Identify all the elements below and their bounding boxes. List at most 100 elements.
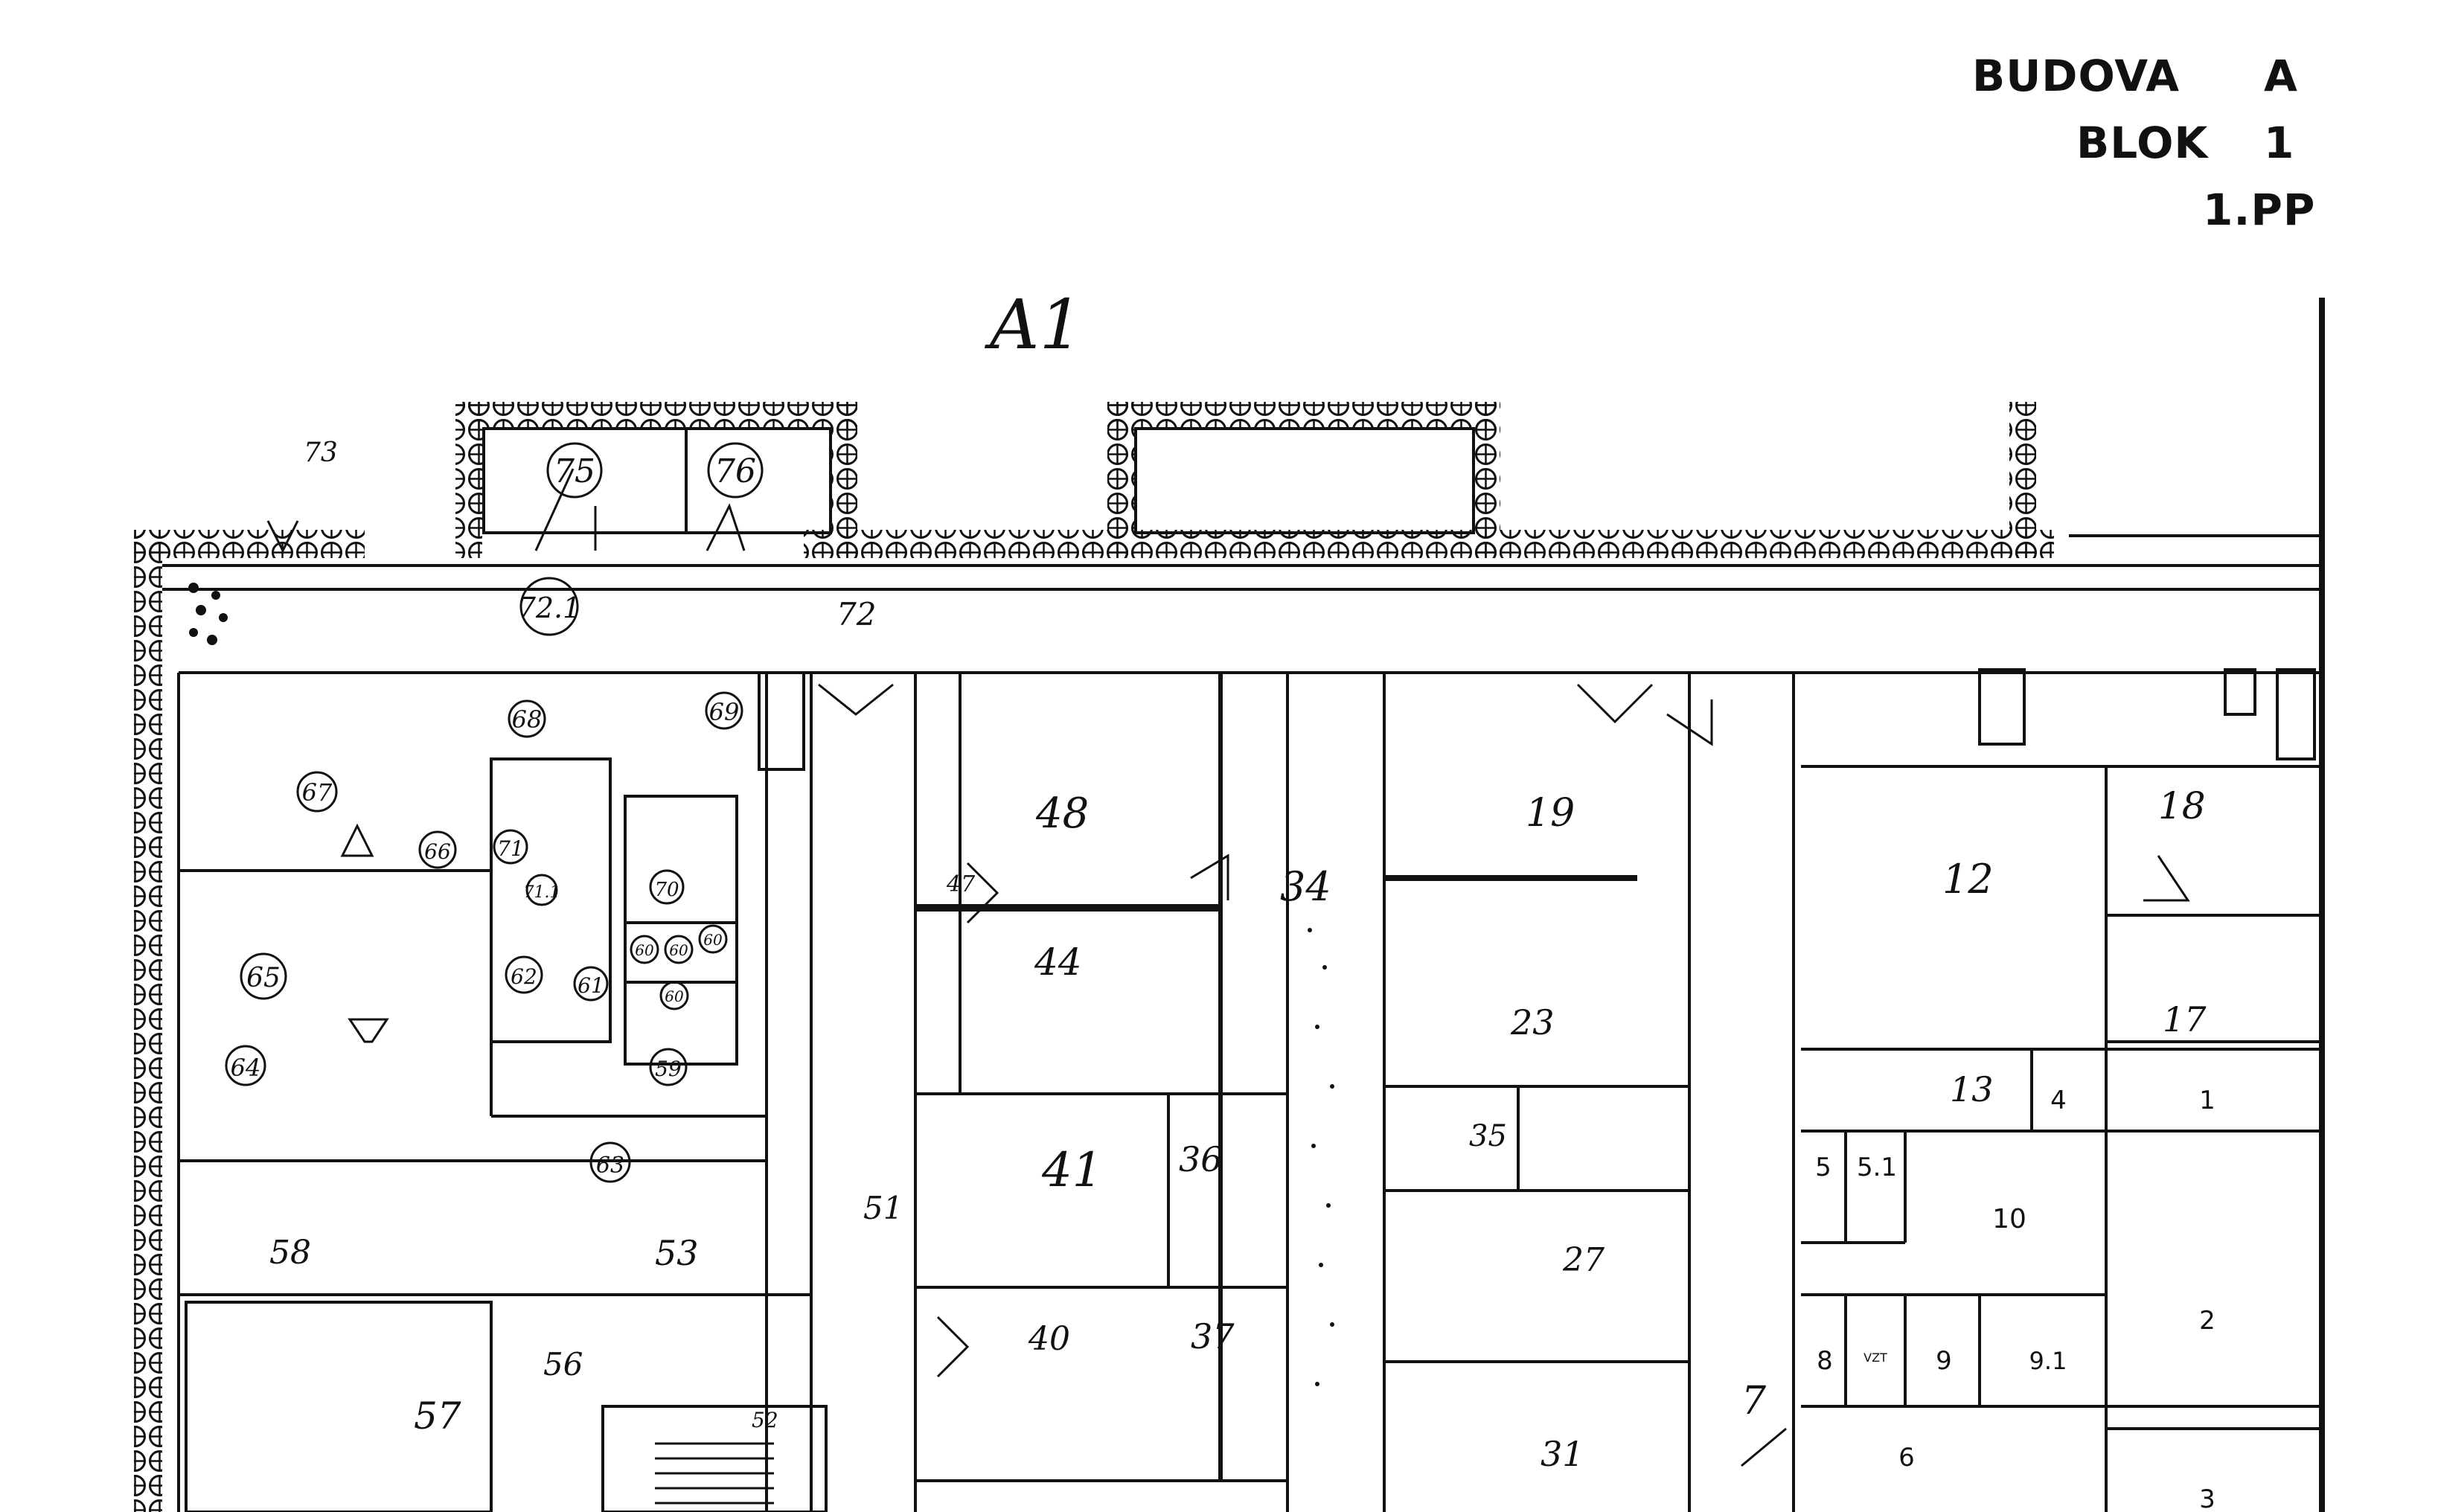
svg-text:71: 71: [497, 836, 524, 861]
room-1: 1: [2199, 1086, 2216, 1115]
shaft-right3: [2276, 668, 2316, 760]
door-swings: [266, 468, 2190, 1467]
svg-text:65: 65: [246, 963, 281, 993]
room-labels-circled: 75 76 72.1 69 68 67 66 71 71.1 70 65 64 …: [225, 442, 764, 1183]
light-well-right: [1134, 427, 1475, 534]
room-19: 19: [1526, 791, 1575, 836]
room-60c: 60: [698, 924, 728, 954]
svg-text:72.1: 72.1: [518, 592, 581, 624]
room-58: 58: [269, 1234, 311, 1272]
room-75: 75: [546, 442, 603, 499]
room-18: 18: [2158, 784, 2206, 827]
room-57-box: [185, 1301, 493, 1512]
room-53: 53: [655, 1233, 699, 1273]
svg-text:75: 75: [554, 452, 595, 490]
room-17: 17: [2163, 999, 2207, 1040]
bead-band-top-main: [804, 530, 2054, 558]
room-52: 52: [752, 1408, 778, 1432]
bead-band-court-right-top: [1107, 402, 1500, 429]
svg-text:64: 64: [231, 1054, 261, 1082]
room-59: 59: [649, 1048, 688, 1086]
door-swing-corridor-2: [1576, 683, 1654, 724]
room-60d: 60: [659, 981, 689, 1010]
room-67: 67: [296, 771, 338, 813]
svg-text:59: 59: [655, 1057, 682, 1081]
door-swing-12: [1666, 699, 1713, 746]
room-72: 72: [836, 596, 876, 632]
room-76: 76: [707, 442, 764, 499]
svg-text:61: 61: [578, 973, 604, 998]
block-label: BLOK: [2076, 118, 2209, 168]
room-68: 68: [508, 699, 546, 738]
room-48: 48: [1035, 789, 1089, 838]
room-6: 6: [1898, 1443, 1915, 1473]
room-70: 70: [649, 869, 685, 905]
walls: [162, 298, 2325, 1512]
stair-core: [601, 1405, 828, 1512]
room-60a: 60: [630, 935, 659, 964]
room-3: 3: [2199, 1484, 2216, 1512]
bead-band-top-left: [134, 530, 365, 558]
svg-text:68: 68: [512, 705, 543, 734]
shaft-left: [758, 671, 805, 771]
room-51: 51: [863, 1190, 903, 1226]
room-47: 47: [946, 871, 976, 897]
door-swing-73: [266, 520, 299, 554]
room-13: 13: [1950, 1069, 1994, 1109]
floor-label: 1.PP: [2203, 185, 2316, 235]
room-8: 8: [1817, 1346, 1833, 1376]
door-swing-76: [706, 503, 746, 551]
room-36: 36: [1179, 1139, 1223, 1179]
kitchen-block: [490, 757, 612, 1043]
room-12: 12: [1942, 856, 1994, 903]
door-swing-7: [1741, 1427, 1787, 1467]
svg-text:67: 67: [302, 778, 333, 807]
door-swing-corridor-1: [818, 683, 894, 716]
svg-text:62: 62: [511, 964, 537, 989]
room-vzt: VZT: [1863, 1351, 1887, 1365]
svg-text:66: 66: [424, 839, 451, 864]
shaft-right: [1978, 668, 2026, 746]
gravel-fill: [188, 583, 1334, 1386]
room-5: 5: [1815, 1153, 1831, 1182]
section-label-text: A1: [984, 285, 1083, 365]
room-5-1: 5.1: [1857, 1153, 1897, 1182]
svg-text:69: 69: [709, 698, 740, 726]
room-labels-typed: 4 1 5 5.1 10 2 8 VZT 9 9.1 6 3: [1815, 1086, 2216, 1512]
room-69: 69: [705, 691, 743, 730]
room-57: 57: [414, 1394, 461, 1438]
service-block: [624, 795, 738, 1066]
room-721: 72.1: [518, 577, 581, 636]
svg-text:63: 63: [596, 1153, 624, 1179]
bead-band-court-left-l: [455, 402, 482, 558]
svg-text:60: 60: [635, 941, 654, 959]
fixture-67: [340, 823, 374, 857]
room-10: 10: [1992, 1204, 2026, 1234]
room-27: 27: [1562, 1241, 1605, 1279]
shaft-right2: [2224, 668, 2256, 716]
room-63: 63: [589, 1141, 631, 1183]
room-44: 44: [1034, 941, 1082, 984]
svg-text:60: 60: [669, 941, 688, 959]
room-37: 37: [1191, 1316, 1235, 1356]
room-34: 34: [1280, 863, 1331, 910]
room-35: 35: [1469, 1119, 1507, 1153]
room-61: 61: [573, 966, 609, 1002]
perimeter-bead-band: [134, 402, 2054, 1512]
bead-band-court-left-top: [455, 402, 857, 429]
section-label: A1: [984, 285, 1083, 365]
room-711: 71.1: [524, 874, 560, 906]
room-31: 31: [1541, 1434, 1584, 1474]
svg-text:60: 60: [665, 987, 684, 1005]
stair-treads: [655, 1442, 774, 1505]
door-swing-47: [966, 862, 999, 924]
bead-band-left: [134, 530, 162, 1512]
door-swing-75: [534, 468, 597, 551]
block-value: 1: [2264, 118, 2295, 168]
svg-text:60: 60: [703, 931, 723, 949]
room-60b: 60: [664, 935, 694, 964]
room-64: 64: [225, 1045, 266, 1086]
title-block: BUDOVA A BLOK 1 1.PP: [0, 0, 2441, 235]
room-40: 40: [1028, 1320, 1070, 1358]
